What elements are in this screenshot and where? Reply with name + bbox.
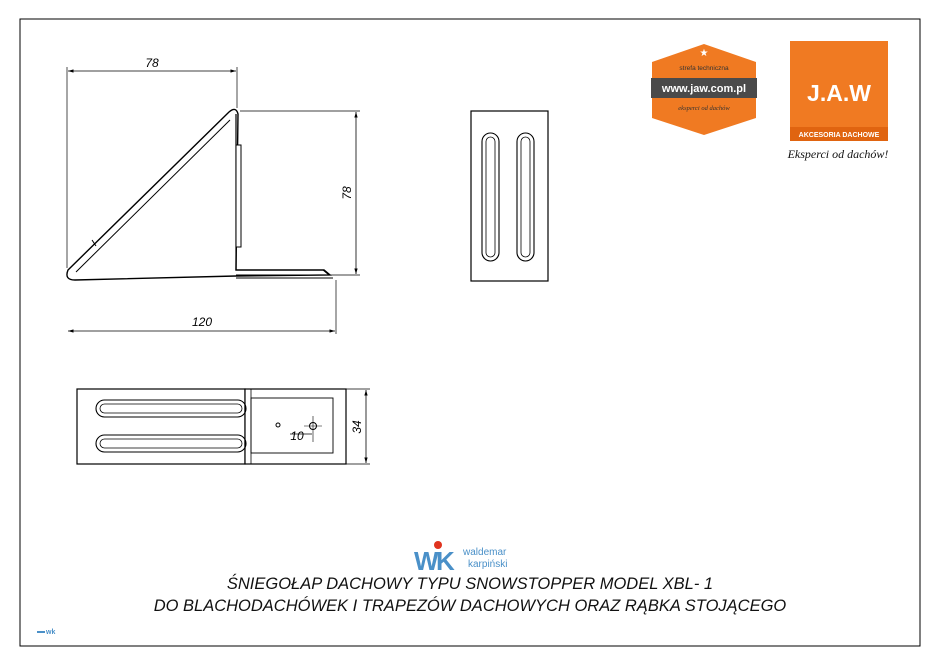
plan-view-base: [244, 388, 347, 465]
drawing-frame: [19, 18, 921, 647]
wk-logo-line1: waldemar: [462, 547, 507, 558]
front-view: [470, 110, 549, 282]
dim-label-height: 78: [340, 186, 354, 200]
jaw-logo-subtitle: AKCESORIA DACHOWE: [799, 132, 880, 139]
front-view-slot-left-outer: [481, 132, 500, 262]
dim-label-hole-offset: 10: [290, 429, 304, 443]
strefa-url-band: [651, 78, 757, 98]
side-view-base: [236, 269, 331, 276]
plan-view: 10 34: [76, 388, 370, 465]
side-view-rear-tab: [235, 144, 242, 248]
side-view-stiffener: [91, 239, 97, 247]
drawing-title-line1: ŚNIEGOŁAP DACHOWY TYPU SNOWSTOPPER MODEL…: [227, 574, 713, 593]
front-view-slot-left-inner: [485, 136, 496, 258]
wk-logo-mark-k: K: [436, 546, 455, 576]
jaw-logo-slogan: Eksperci od dachów!: [787, 147, 889, 161]
plan-view-slot-top-inner: [99, 403, 243, 414]
front-view-slot-right-inner: [520, 136, 531, 258]
wk-corner-text: wk: [45, 629, 55, 636]
plan-view-slot-top-outer: [95, 399, 247, 418]
wk-logo: W K waldemar karpiński: [414, 541, 507, 576]
jaw-logo-name: J.A.W: [807, 80, 871, 106]
plan-view-hole-small: [275, 422, 281, 428]
strefa-top-text: strefa techniczna: [679, 65, 729, 72]
strefa-tagline: eksperci od dachów: [678, 105, 730, 112]
strefa-techniczna-logo: ★ strefa techniczna www.jaw.com.pl ekspe…: [651, 44, 757, 135]
front-view-slot-right-outer: [516, 132, 535, 262]
wk-corner-bar: [37, 631, 45, 633]
jaw-logo-box: [790, 41, 888, 141]
wk-corner-logo: wk: [37, 629, 55, 636]
plan-view-slot-bottom-outer: [95, 434, 247, 453]
side-view: 78 78 120: [66, 56, 360, 334]
side-view-inner-edge: [75, 119, 231, 273]
drawing-title-line2: DO BLACHODACHÓWEK I TRAPEZÓW DACHOWYCH O…: [154, 596, 787, 615]
dim-label-plan-width: 34: [350, 420, 364, 434]
jaw-logo: J.A.W AKCESORIA DACHOWE Eksperci od dach…: [787, 41, 889, 161]
dim-label-base-length: 120: [192, 315, 212, 329]
side-view-body: [66, 108, 332, 281]
strefa-url: www.jaw.com.pl: [661, 83, 746, 95]
wk-logo-dot: [434, 541, 442, 549]
plan-view-base-recess: [250, 397, 334, 454]
front-view-plate: [470, 110, 549, 282]
dim-label-top-width: 78: [145, 56, 159, 70]
strefa-star-icon: ★: [700, 48, 709, 59]
plan-view-slot-bottom-inner: [99, 438, 243, 449]
wk-logo-line2: karpiński: [468, 559, 507, 570]
wk-logo-mark: W: [414, 546, 439, 576]
jaw-logo-subtitle-band: [790, 127, 888, 141]
